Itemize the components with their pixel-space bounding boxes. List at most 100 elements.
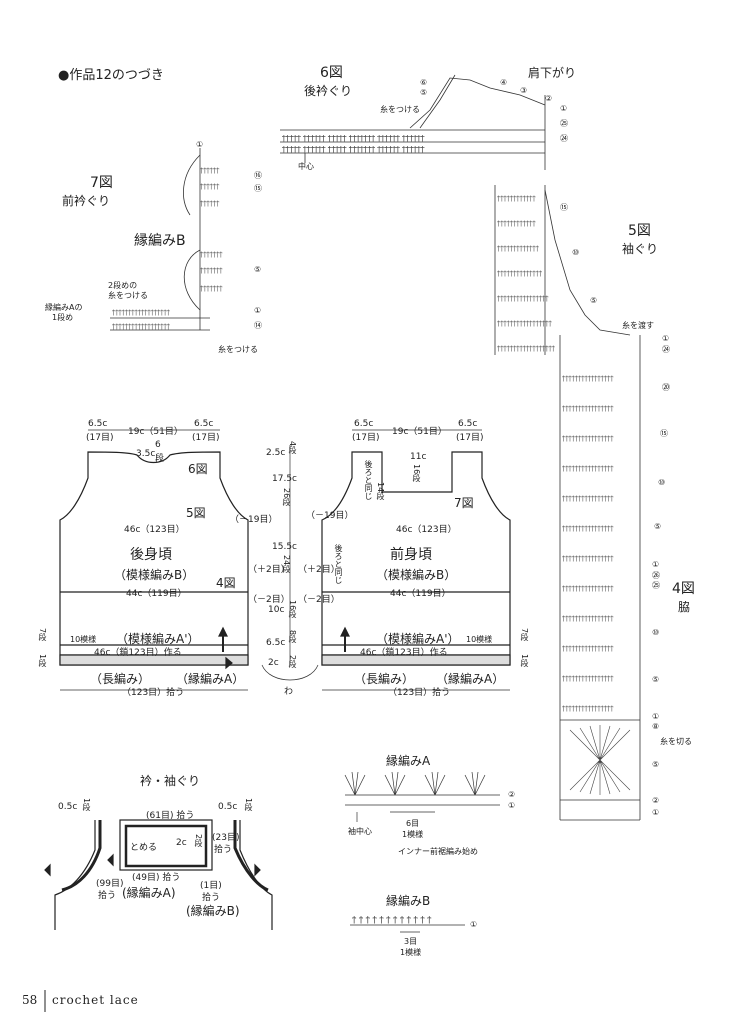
fig5-row-10b: ⑩	[658, 478, 666, 487]
front-same: 後ろと同じ	[364, 460, 373, 500]
fig6-row-right-2: ③	[520, 86, 528, 95]
fig6-row-right-1: ④	[500, 78, 508, 87]
front-title: 前身頃	[390, 547, 432, 563]
fig7-row-1b: ①	[254, 306, 262, 315]
back-dec2: （－2目）	[248, 595, 290, 605]
collar-ps1b: 拾う	[202, 893, 221, 903]
svg-text:ϯϯϯϯϯϯϯϯϯϯϯϯ: ϯϯϯϯϯϯϯϯϯϯϯϯ	[497, 195, 536, 202]
front-side1: 1段	[520, 654, 529, 668]
fig4-row-1: ①	[652, 712, 660, 721]
collar-top: (61目) 拾う	[146, 811, 195, 821]
mid-r6s: 2段	[288, 655, 297, 669]
fig5-row-5a: ⑤	[590, 296, 598, 305]
collar-c05b: 0.5c	[218, 802, 238, 812]
back-body-outline	[59, 451, 249, 670]
fig7-row-1: ①	[196, 140, 204, 149]
front-neck-c: 11c	[410, 452, 427, 462]
edge-a-title: 縁編みA	[386, 754, 431, 768]
collar-c05a: 0.5c	[58, 802, 78, 812]
front-top-left-st: (17目)	[352, 433, 380, 443]
fig4-row-5: ⑤	[652, 675, 660, 684]
front-edge-a: （縁編みA）	[436, 672, 505, 686]
back-top-right-st: (17目)	[192, 433, 220, 443]
collar-ps99: (99目)	[96, 879, 124, 889]
front-fig7: 7図	[454, 496, 474, 510]
front-body-outline	[321, 451, 511, 666]
edge-a-row-1: ①	[508, 801, 516, 810]
mid-w: わ	[284, 687, 294, 697]
brand-name: crochet lace	[52, 993, 139, 1007]
fig4-title: 4図	[672, 581, 695, 597]
fig5-row-20: ⑳	[662, 383, 670, 392]
mid-r5s: 8段	[288, 630, 297, 644]
front-width46: 46c（123目）	[396, 525, 457, 535]
back-fig6: 6図	[188, 462, 208, 476]
fig6-row-right-3: ②	[545, 94, 553, 103]
svg-text:ϯϯϯϯϯϯ: ϯϯϯϯϯϯ	[200, 167, 220, 174]
fig5-row-10a: ⑩	[572, 248, 580, 257]
collar-ps23b: 拾う	[214, 845, 233, 855]
collar-r1b: 1段	[244, 798, 253, 812]
back-width46: 46c（123目）	[124, 525, 185, 535]
svg-text:ϯϯϯϯϯ ϯϯϯϯϯϯ ϯϯϯϯϯ ϯϯϯϯϯϯϯ ϯϯϯ: ϯϯϯϯϯ ϯϯϯϯϯϯ ϯϯϯϯϯ ϯϯϯϯϯϯϯ ϯϯϯϯϯϯ ϯϯϯϯϯϯ	[282, 145, 425, 153]
front-width44: 44c（119目）	[390, 589, 451, 599]
back-top-left: 6.5c	[88, 419, 108, 429]
svg-text:ϯϯϯϯϯϯϯϯϯϯϯϯϯϯϯϯ: ϯϯϯϯϯϯϯϯϯϯϯϯϯϯϯϯ	[562, 705, 614, 712]
svg-text:ϯ ϯ ϯ ϯ ϯ ϯ ϯ ϯ ϯ ϯ ϯ ϯ: ϯ ϯ ϯ ϯ ϯ ϯ ϯ ϯ ϯ ϯ ϯ ϯ	[352, 915, 432, 924]
collar-ps99b: 拾う	[98, 891, 117, 901]
fig5-row-25: ㉕	[652, 581, 660, 590]
back-long: （長編み）	[90, 672, 151, 686]
edge-b-rep: 3目	[404, 937, 418, 946]
front-pattern-a: （模様編みA'）	[376, 632, 460, 646]
fig5-row-24: ㉔	[662, 345, 670, 354]
front-neck-r: 16段	[412, 464, 421, 483]
back-neck: 3.5c	[136, 449, 156, 459]
back-neck-rows: 6	[155, 440, 161, 450]
svg-text:ϯϯϯϯϯϯϯϯϯϯϯϯ: ϯϯϯϯϯϯϯϯϯϯϯϯ	[497, 220, 536, 227]
mid-r3: 15.5c	[272, 542, 297, 552]
back-side7: 7段	[38, 628, 47, 642]
edge-a-row-2: ②	[508, 790, 516, 799]
svg-text:ϯϯϯϯϯϯϯ: ϯϯϯϯϯϯϯ	[200, 285, 223, 292]
mid-r6: 2c	[268, 658, 279, 668]
mid-r1s: 4段	[288, 441, 297, 455]
mid-r1: 2.5c	[266, 448, 286, 458]
fig7-edge-b: 縁編みB	[134, 233, 186, 249]
svg-text:ϯϯϯϯϯϯ: ϯϯϯϯϯϯ	[200, 200, 220, 207]
svg-text:ϯϯϯϯϯϯϯϯϯϯϯϯϯϯϯϯ: ϯϯϯϯϯϯϯϯϯϯϯϯϯϯϯϯ	[562, 435, 614, 442]
svg-text:ϯϯϯϯϯϯϯϯϯϯϯϯϯϯϯϯ: ϯϯϯϯϯϯϯϯϯϯϯϯϯϯϯϯ	[562, 555, 614, 562]
svg-text:ϯϯϯϯϯϯϯϯϯϯϯϯϯϯϯϯ: ϯϯϯϯϯϯϯϯϯϯϯϯϯϯϯϯ	[562, 585, 614, 592]
back-top-left-st: (17目)	[86, 433, 114, 443]
back-pick: （123目）拾う	[122, 688, 185, 698]
front-long: （長編み）	[354, 672, 415, 686]
back-inc2: （＋2目）	[248, 565, 290, 575]
fig7-subtitle: 前衿ぐり	[62, 194, 111, 208]
svg-text:ϯϯϯϯϯϯϯ: ϯϯϯϯϯϯϯ	[200, 251, 223, 258]
fig6-center: 中心	[298, 162, 314, 171]
fig5-chart	[494, 185, 641, 821]
front-rows14: 14段	[376, 482, 385, 501]
svg-text:ϯϯϯϯϯϯϯϯϯϯϯϯϯϯϯϯϯ: ϯϯϯϯϯϯϯϯϯϯϯϯϯϯϯϯϯ	[497, 320, 552, 327]
collar-c2: 2c	[176, 838, 187, 848]
fig6-chart	[280, 74, 546, 170]
collar-r2: 2段	[194, 834, 203, 848]
fig6-subtitle: 後衿ぐり	[304, 84, 353, 98]
svg-text:ϯϯϯϯϯϯϯϯϯϯϯϯϯϯϯϯ: ϯϯϯϯϯϯϯϯϯϯϯϯϯϯϯϯ	[562, 465, 614, 472]
fig6-row-right-5: ㉕	[560, 119, 568, 128]
front-top-left: 6.5c	[354, 419, 374, 429]
back-pattern-a: （模様編みA'）	[116, 632, 200, 646]
fig4-row-1b: ①	[652, 808, 660, 817]
back-top-mid: 19c（51目）	[128, 427, 183, 437]
back-pattern: （模様編みB）	[114, 568, 195, 582]
edge-a-rep2: 1模様	[402, 830, 424, 839]
svg-text:ϯϯϯϯϯϯϯϯϯϯϯϯϯϯϯϯ: ϯϯϯϯϯϯϯϯϯϯϯϯϯϯϯϯ	[562, 405, 614, 412]
front-hem: 46c（鎖123目）作る	[360, 648, 448, 658]
back-side1: 1段	[38, 654, 47, 668]
fig5-row-15b: ⑮	[660, 429, 668, 438]
fig7-edge-a: 縁編みAの	[45, 303, 83, 312]
fig7-stitches: ϯϯϯϯϯϯ ϯϯϯϯϯϯ ϯϯϯϯϯϯ ϯϯϯϯϯϯϯ ϯϯϯϯϯϯϯ ϯϯϯ…	[112, 167, 223, 330]
fig5-pass: 糸を渡す	[622, 321, 654, 330]
mid-r3s: 24段	[282, 555, 291, 574]
front-dec2: （－2目）	[298, 595, 340, 605]
